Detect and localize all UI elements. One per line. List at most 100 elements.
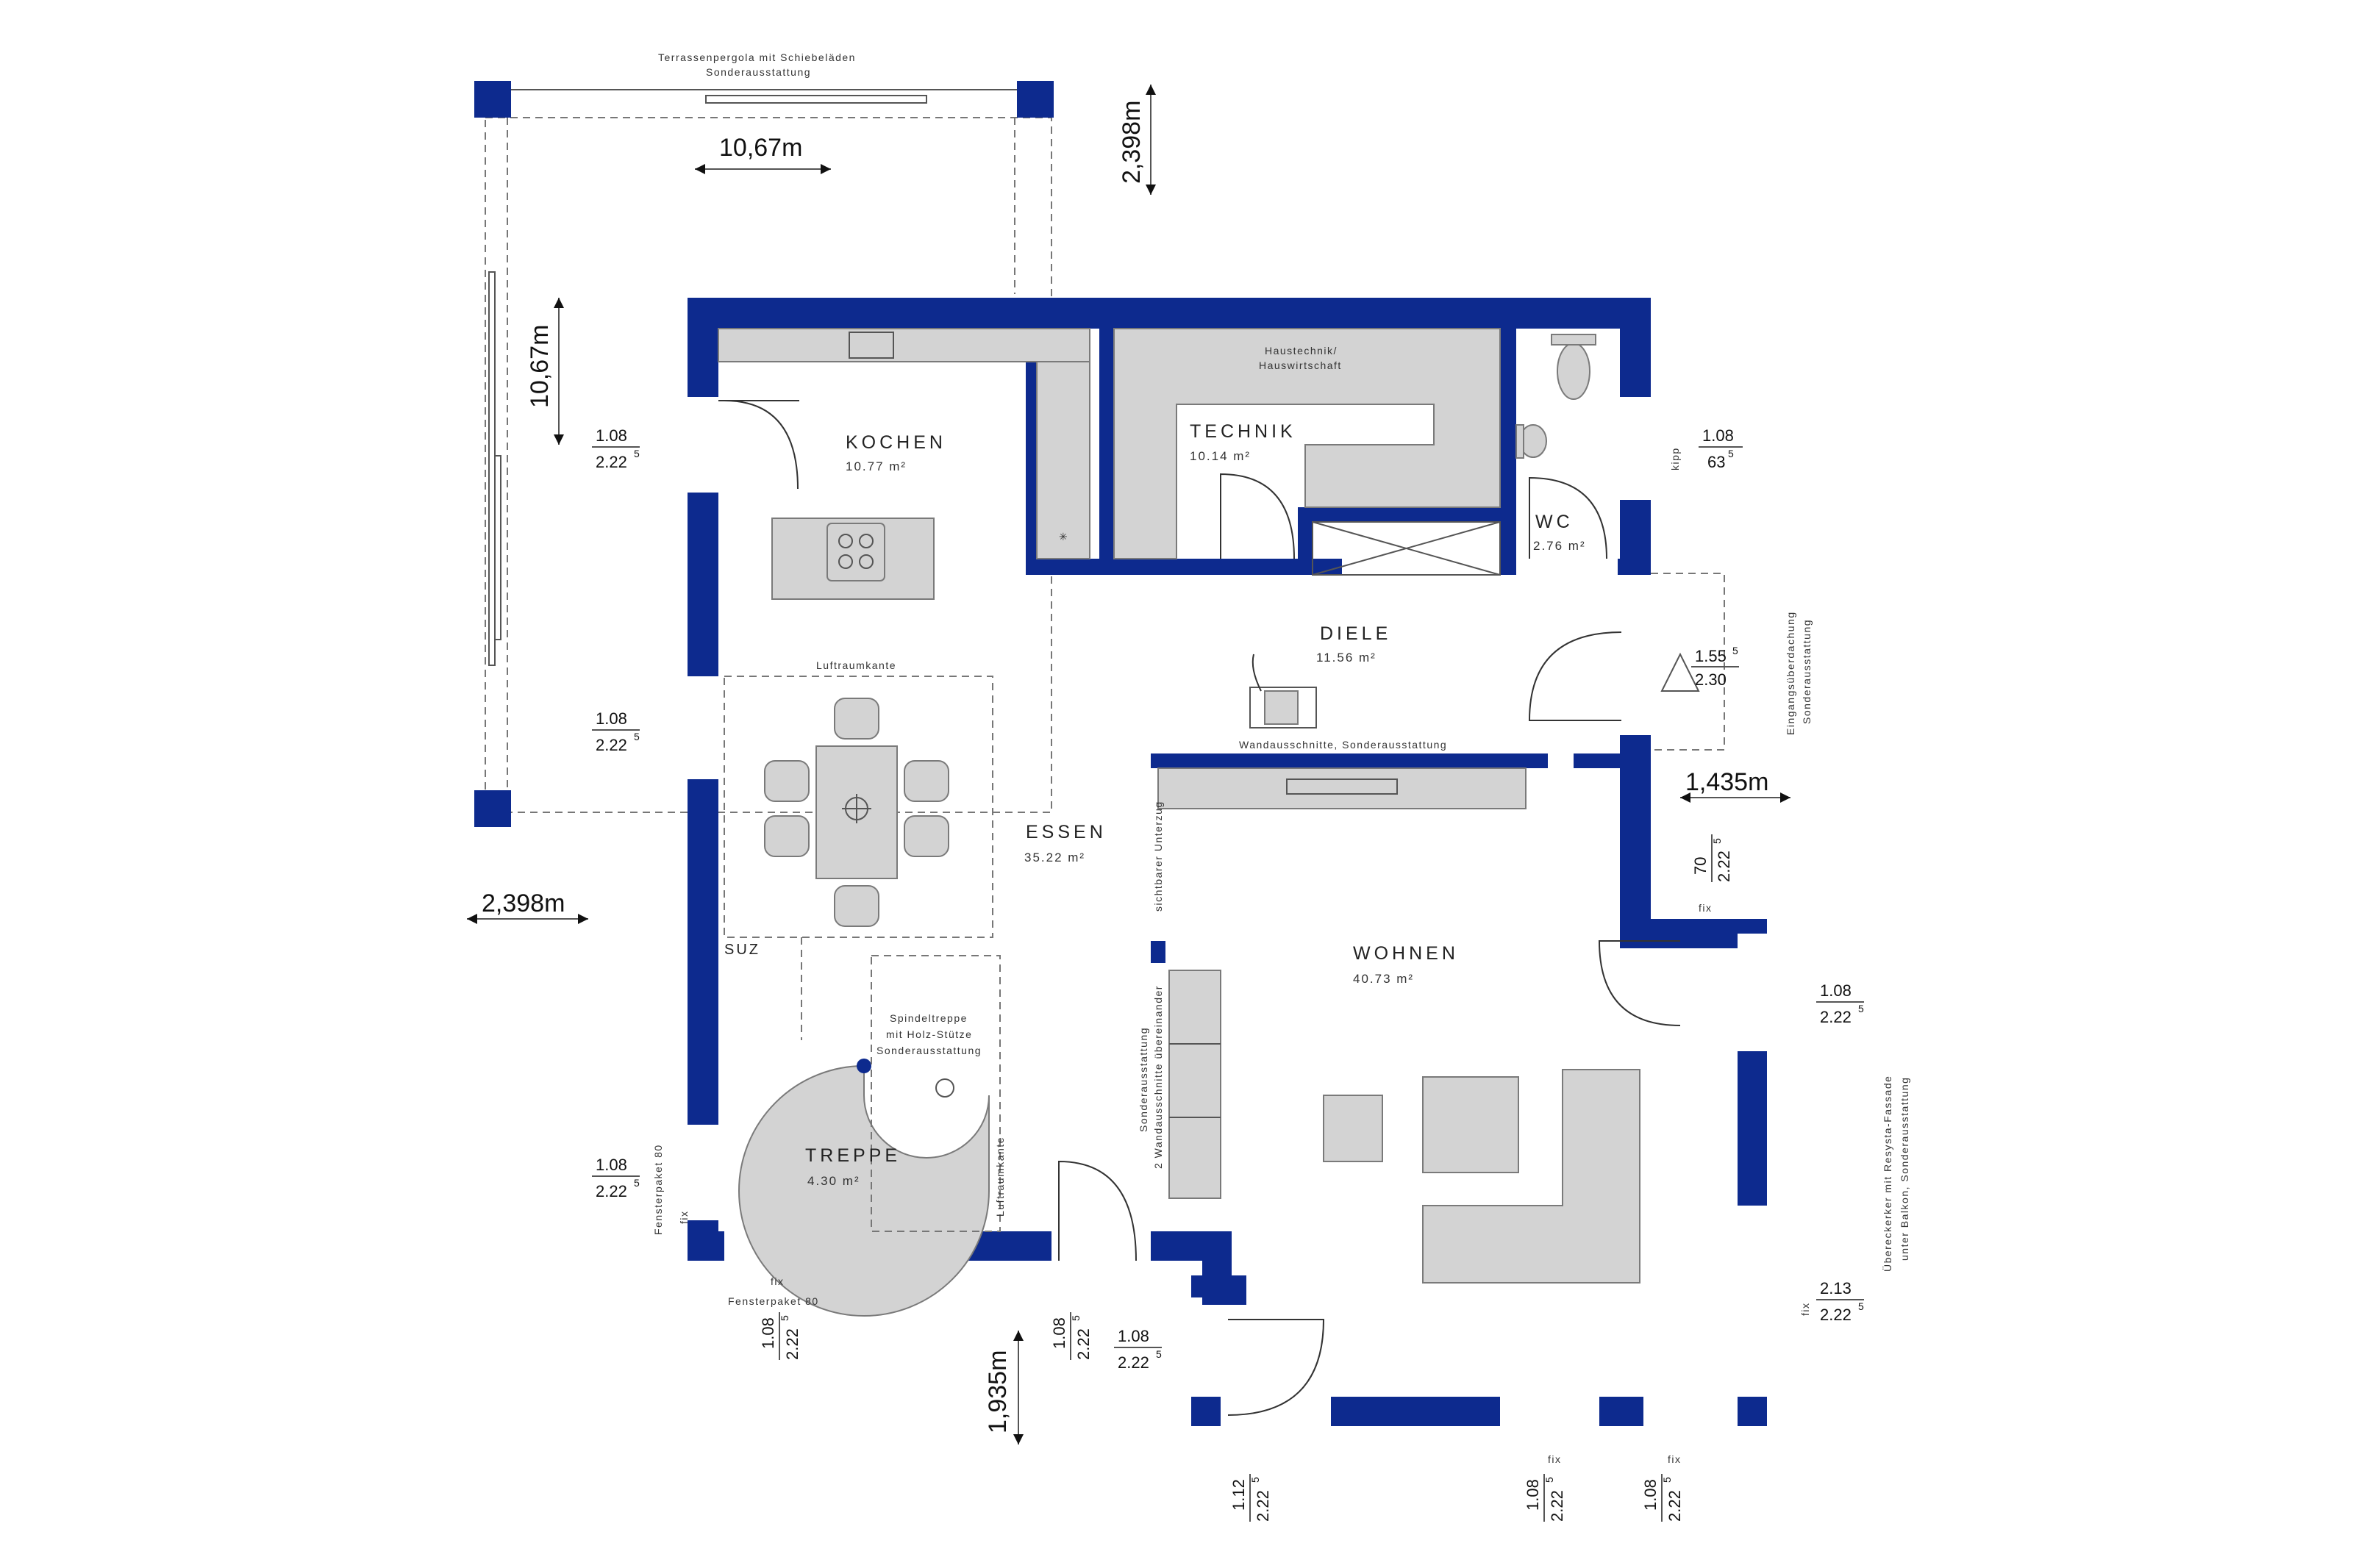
svg-text:1.12: 1.12: [1229, 1479, 1248, 1511]
window-label-9: 1.08 2.22 5: [759, 1312, 801, 1360]
window-label-10: 1.08 2.22 5: [1050, 1312, 1093, 1360]
svg-text:1.08: 1.08: [1641, 1479, 1660, 1511]
wohnen-label: WOHNEN: [1353, 943, 1459, 964]
svg-text:70: 70: [1691, 857, 1710, 875]
wc-fixtures: [1515, 334, 1607, 559]
window-label-6: 70 2.22 5: [1691, 834, 1733, 882]
svg-text:1.08: 1.08: [596, 709, 627, 728]
kochen-label: KOCHEN: [846, 432, 946, 453]
kitchen-fixtures: ✳: [718, 328, 1090, 600]
diele-label: DIELE: [1320, 623, 1391, 644]
bottom-projection-dim: 1,935m: [984, 1350, 1012, 1433]
eingang-note-1: Eingangsüberdachung: [1785, 611, 1796, 735]
wc-label: WC: [1535, 512, 1574, 532]
spiral-staircase: [738, 937, 1137, 1317]
fix-bottom-left: fix: [771, 1275, 785, 1287]
svg-text:5: 5: [1858, 1003, 1864, 1014]
technik-note-2: Hauswirtschaft: [1259, 359, 1342, 371]
technik-label: TECHNIK: [1190, 421, 1296, 442]
window-label-12: 1.12 2.22 5: [1229, 1474, 1272, 1522]
essen-label: ESSEN: [1026, 822, 1107, 842]
svg-text:5: 5: [1728, 448, 1734, 459]
svg-text:1.08: 1.08: [1702, 426, 1734, 445]
svg-text:2.22: 2.22: [1715, 851, 1733, 882]
fensterpaket-bottom: Fensterpaket 80: [728, 1295, 819, 1307]
svg-text:5: 5: [634, 1177, 640, 1189]
luftraumkante-label: Luftraumkante: [816, 659, 896, 671]
svg-text:5: 5: [1070, 1315, 1082, 1321]
eingang-note-2: Sonderausstattung: [1801, 619, 1813, 724]
wandausschnitte2-note-2: Sonderausstattung: [1138, 1027, 1149, 1132]
spindel-note-1: Spindeltreppe: [890, 1012, 968, 1024]
svg-text:5: 5: [1249, 1477, 1261, 1483]
svg-text:2.22: 2.22: [1118, 1353, 1149, 1372]
svg-text:2.22: 2.22: [1820, 1008, 1852, 1026]
spindel-note-3: Sonderausstattung: [876, 1045, 982, 1056]
erker-note-2: unter Balkon, Sonderausstattung: [1899, 1077, 1910, 1261]
erker-note-1: Übereckerker mit Resysta-Fassade: [1881, 1075, 1893, 1272]
window-label-3: 1.08 2.22 5: [592, 1156, 640, 1200]
kipp-label: kipp: [1669, 447, 1681, 470]
svg-text:1.08: 1.08: [759, 1317, 777, 1349]
fix-left: fix: [678, 1211, 690, 1225]
wohnen-area: 40.73 m²: [1353, 972, 1414, 986]
svg-text:5: 5: [634, 448, 640, 459]
kochen-area: 10.77 m²: [846, 459, 907, 473]
window-label-11: 1.08 2.22 5: [1114, 1327, 1162, 1372]
svg-text:2.30: 2.30: [1695, 670, 1727, 689]
fensterpaket-left: Fensterpaket 80: [652, 1144, 664, 1235]
essen-area: 35.22 m²: [1024, 851, 1085, 864]
svg-text:2.22: 2.22: [1254, 1490, 1272, 1522]
svg-text:2.22: 2.22: [783, 1328, 801, 1360]
pergola-note-2: Sonderausstattung: [706, 66, 811, 78]
fix-right: fix: [1799, 1303, 1811, 1317]
svg-text:2.22: 2.22: [1820, 1306, 1852, 1324]
svg-text:5: 5: [1543, 1477, 1555, 1483]
window-label-5: 1.55 2.30 5: [1660, 645, 1739, 692]
svg-text:2.22: 2.22: [596, 736, 627, 754]
window-label-7: 1.08 2.22 5: [1816, 981, 1864, 1026]
luftraumkante-vertical: Luftraumkante: [994, 1136, 1006, 1217]
svg-text:5: 5: [1732, 645, 1738, 656]
window-label-2: 1.08 2.22 5: [592, 709, 640, 754]
fix-bottom-1: fix: [1548, 1453, 1562, 1465]
dining-set: [724, 676, 993, 938]
svg-text:1.08: 1.08: [1820, 981, 1852, 1000]
svg-text:63: 63: [1707, 453, 1725, 471]
wandausschnitte2-note-1: 2 Wandausschnitte übereinander: [1152, 985, 1164, 1169]
living-furniture: [1168, 573, 1725, 1416]
svg-text:5: 5: [779, 1315, 790, 1321]
dimension-arrows: [467, 85, 1790, 1445]
window-label-1: 1.08 2.22 5: [592, 426, 640, 471]
terrace-pergola: [474, 81, 1054, 827]
window-label-4: 1.08 63 5: [1699, 426, 1743, 471]
svg-text:1.55: 1.55: [1695, 647, 1727, 665]
svg-text:2.22: 2.22: [1665, 1490, 1684, 1522]
svg-text:1.08: 1.08: [1524, 1479, 1542, 1511]
pergola-depth-dim: 10,67m: [526, 325, 554, 408]
svg-text:5: 5: [1156, 1348, 1162, 1360]
window-label-14: 1.08 2.22 5: [1641, 1474, 1684, 1522]
fridge-icon: ✳: [1059, 531, 1068, 543]
wc-area: 2.76 m²: [1533, 539, 1586, 553]
technik-note-1: Haustechnik/: [1265, 345, 1338, 357]
svg-text:1.08: 1.08: [596, 426, 627, 445]
fix-bottom-2: fix: [1668, 1453, 1682, 1465]
window-label-13: 1.08 2.22 5: [1524, 1474, 1566, 1522]
pergola-width-dim: 10,67m: [719, 134, 802, 162]
svg-text:2.22: 2.22: [596, 453, 627, 471]
svg-text:2.13: 2.13: [1820, 1279, 1852, 1297]
spindel-note-2: mit Holz-Stütze: [886, 1028, 972, 1040]
pergola-height-dim: 2,398m: [1118, 101, 1146, 184]
svg-text:5: 5: [634, 731, 640, 742]
diele-area: 11.56 m²: [1316, 651, 1377, 665]
technik-fixtures: [1113, 328, 1501, 576]
svg-text:1.08: 1.08: [1118, 1327, 1149, 1345]
entrance-width-dim: 1,435m: [1685, 768, 1768, 796]
svg-text:2.22: 2.22: [1074, 1328, 1093, 1360]
pergola-note-1: Terrassenpergola mit Schiebeläden: [658, 51, 856, 63]
svg-text:2.22: 2.22: [1548, 1490, 1566, 1522]
svg-text:5: 5: [1661, 1477, 1673, 1483]
treppe-label: TREPPE: [805, 1145, 901, 1166]
